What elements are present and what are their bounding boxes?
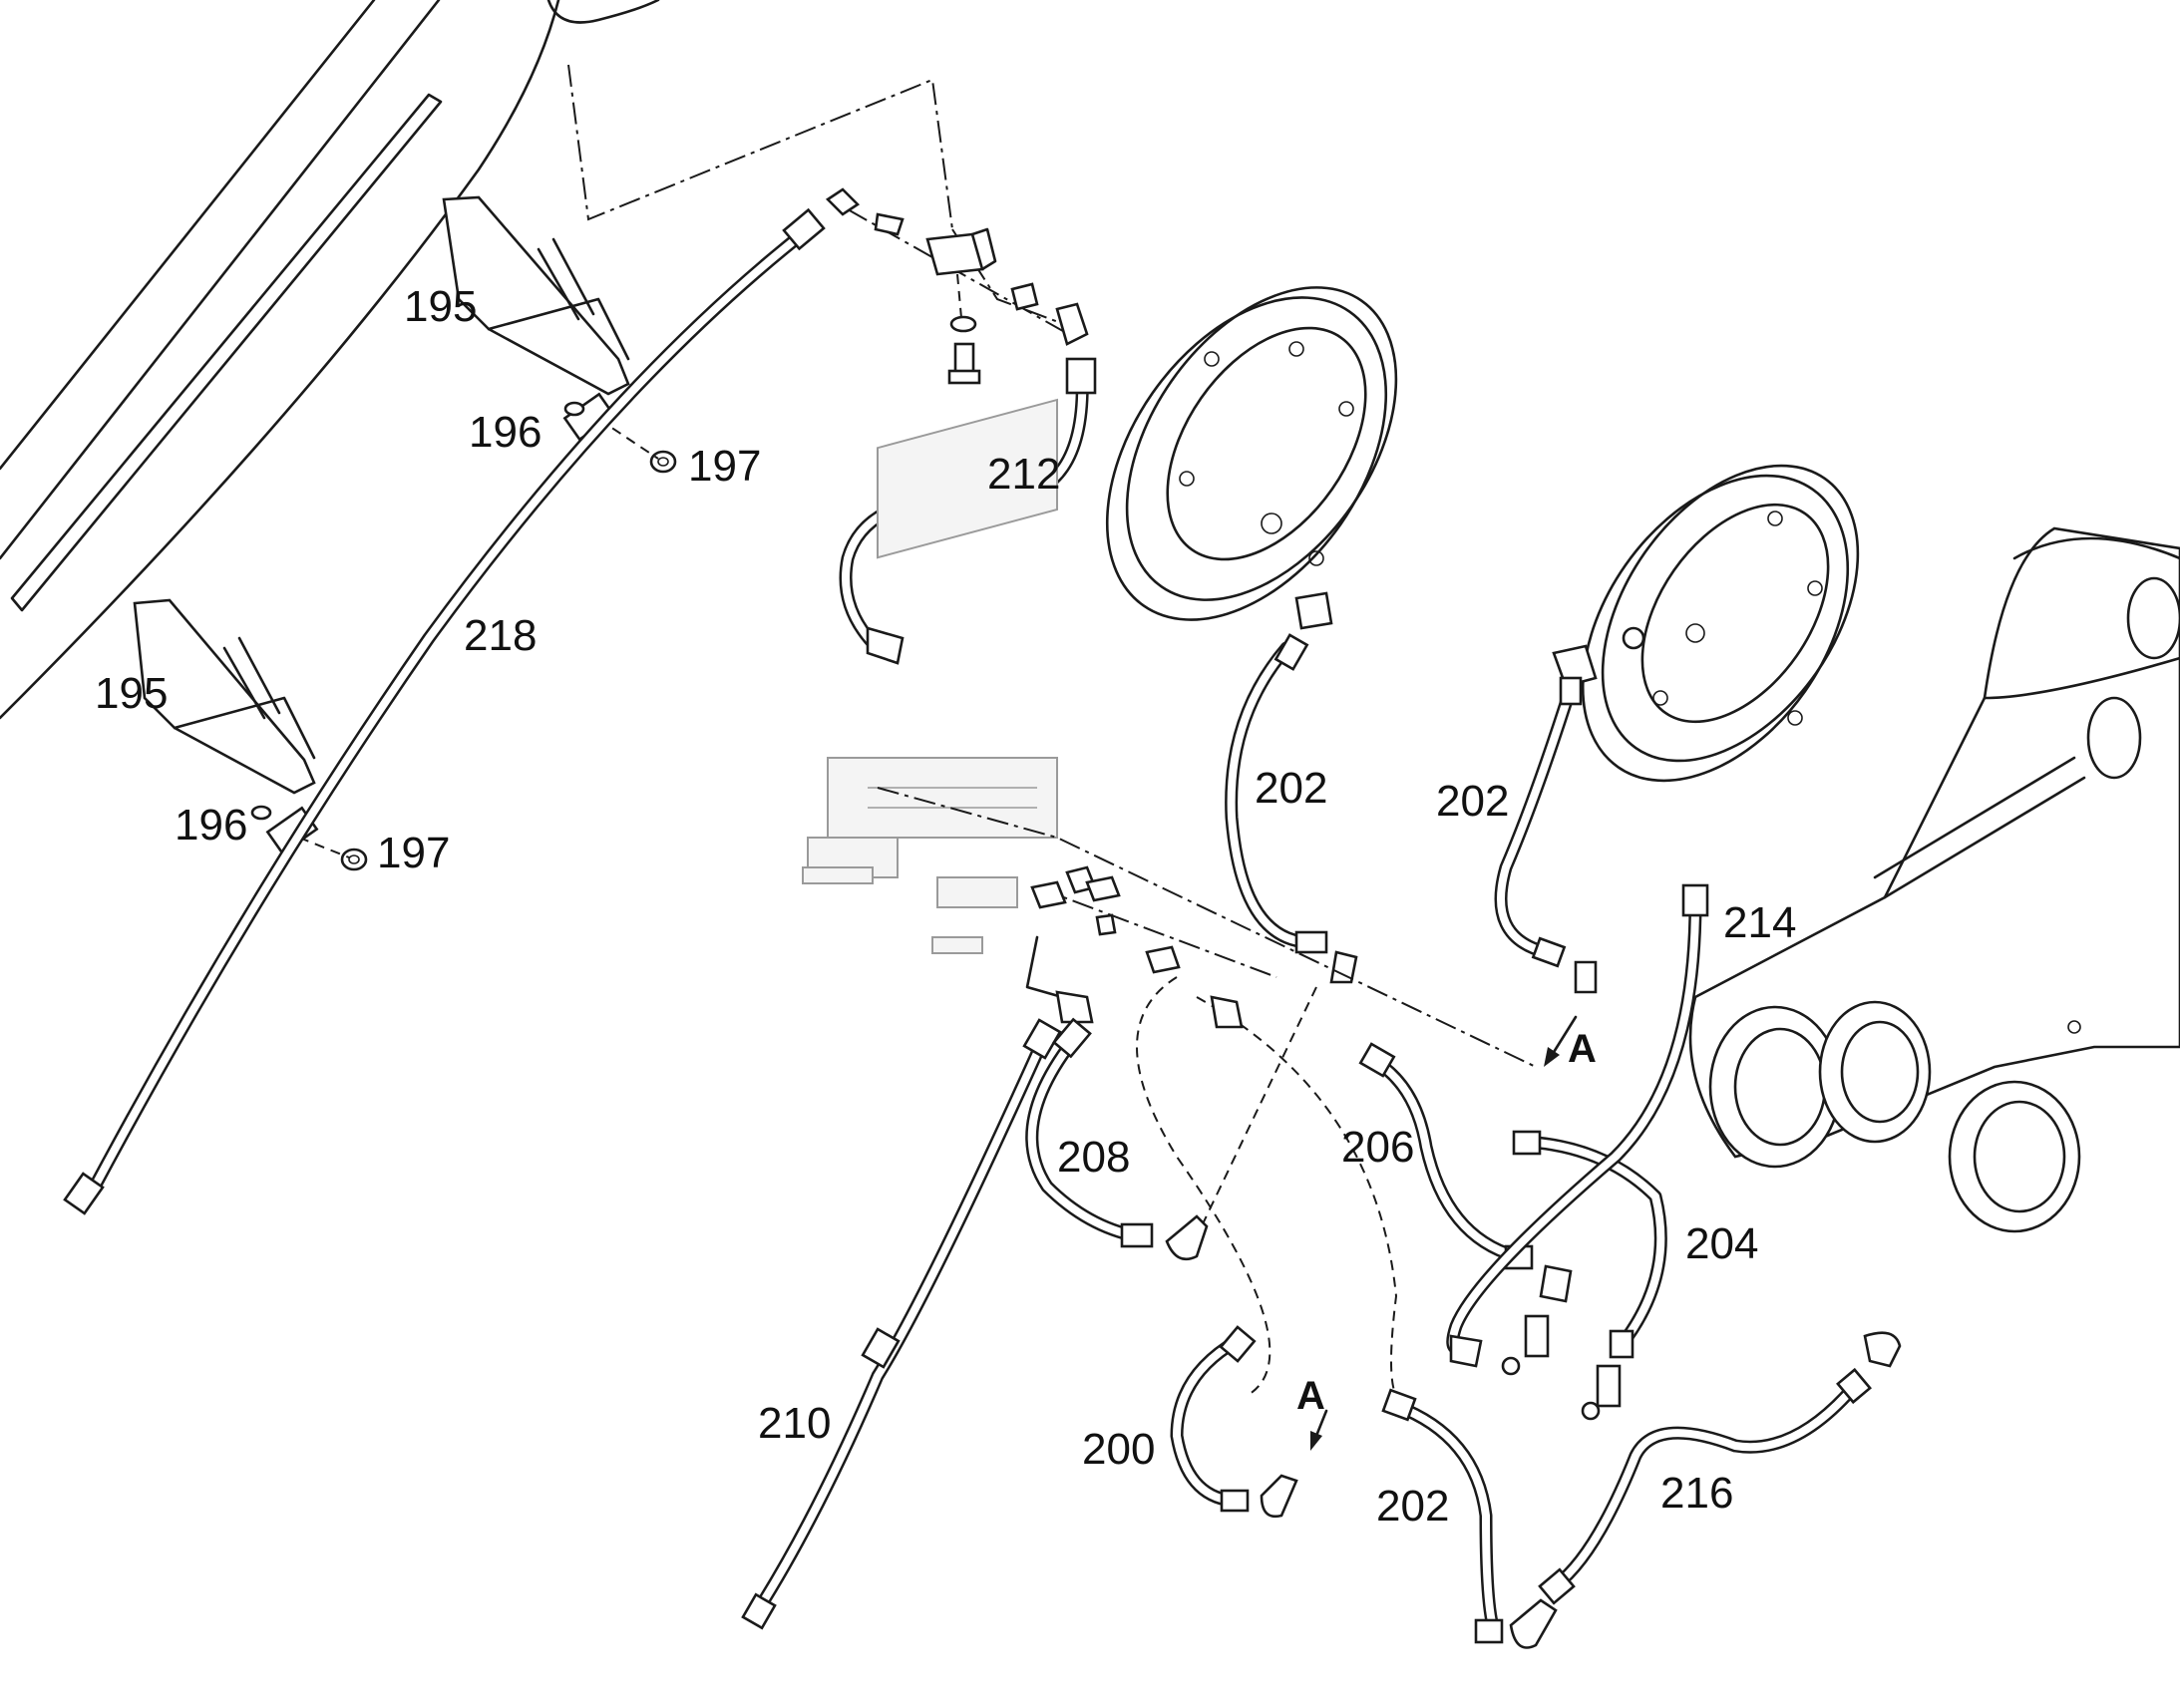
hose-208 <box>1025 1017 1209 1261</box>
part-label-212: 212 <box>987 450 1060 499</box>
ref-label-a-lower: A <box>1296 1374 1325 1418</box>
hose-214 <box>1446 883 1709 1368</box>
hose-202-left <box>1225 633 1358 984</box>
hose-202-right <box>1494 676 1598 994</box>
part-label-196-lower: 196 <box>175 801 247 850</box>
part-label-195-lower: 195 <box>95 669 168 718</box>
part-label-195-upper: 195 <box>404 282 477 331</box>
valve-block-ghost <box>802 398 1058 954</box>
tee-fitting-assembly <box>825 187 1089 385</box>
hose-218 <box>63 207 826 1215</box>
part-label-214: 214 <box>1723 898 1796 947</box>
hose-202-bottom <box>1381 1388 1558 1649</box>
boom-linkage <box>1688 526 2180 1233</box>
part-label-200: 200 <box>1082 1425 1155 1474</box>
boom-arm-outline <box>0 0 660 720</box>
part-label-218: 218 <box>464 611 537 660</box>
hose-204 <box>1512 1130 1667 1421</box>
flange-disc-left <box>1105 286 1398 630</box>
ref-label-a-upper: A <box>1568 1027 1597 1071</box>
part-label-197-upper: 197 <box>688 442 761 491</box>
part-label-210: 210 <box>758 1399 831 1448</box>
part-label-202-bottom: 202 <box>1376 1482 1449 1531</box>
ref-arrow-a-lower <box>1310 1409 1328 1451</box>
manifold-fittings <box>877 787 1537 1397</box>
part-label-202-left: 202 <box>1255 764 1327 813</box>
ref-arrow-a-upper <box>1544 1015 1578 1067</box>
clamp-bracket-upper <box>442 195 677 474</box>
hose-210 <box>741 1018 1062 1630</box>
hose-216 <box>1538 1331 1902 1605</box>
guide-lines-upper <box>567 64 1078 330</box>
part-label-206: 206 <box>1341 1123 1414 1172</box>
hose-200 <box>1170 1325 1298 1519</box>
part-label-216: 216 <box>1660 1469 1733 1518</box>
part-label-208: 208 <box>1057 1133 1130 1182</box>
part-label-204: 204 <box>1685 1219 1758 1268</box>
part-label-197-lower: 197 <box>377 829 450 877</box>
part-label-196-upper: 196 <box>469 408 542 457</box>
hose-206 <box>1358 1042 1573 1376</box>
flange-disc-right <box>1552 464 1860 783</box>
clamp-bracket-lower <box>133 598 368 871</box>
part-label-202-right: 202 <box>1436 777 1509 826</box>
